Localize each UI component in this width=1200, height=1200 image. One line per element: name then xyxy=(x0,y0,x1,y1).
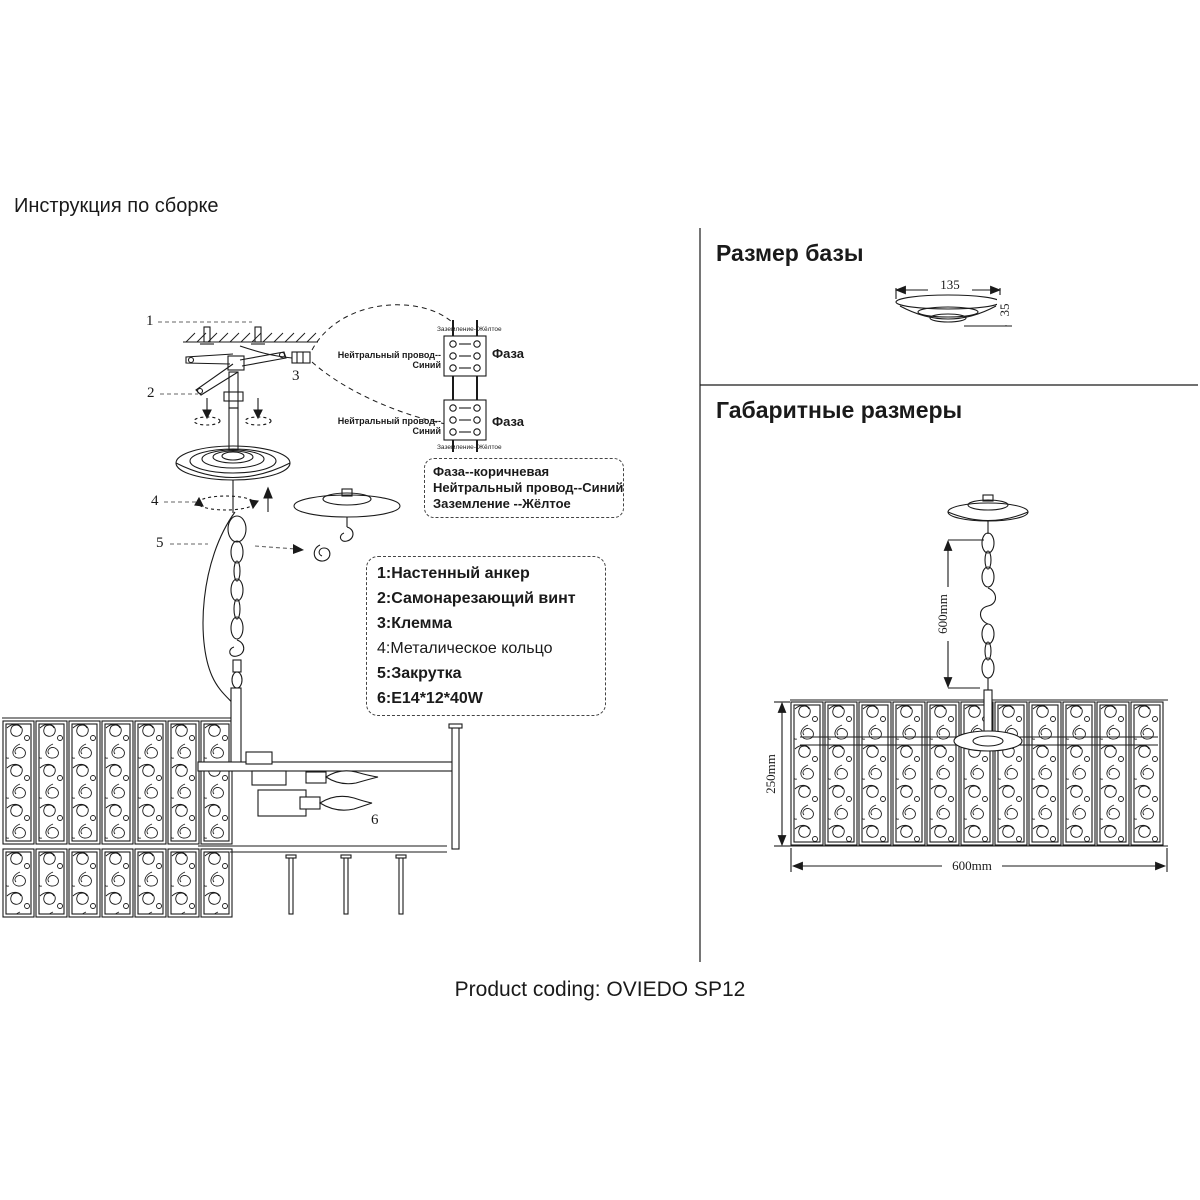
wiring-neutral-label-bottom: Нейтральный провод--Синий xyxy=(337,416,441,436)
dim-label-base-height: 35 xyxy=(997,295,1013,325)
part-item-6: 6:E14*12*40W xyxy=(377,690,483,707)
part-item-3: 3:Клемма xyxy=(377,615,452,632)
canopy-dome xyxy=(175,407,291,513)
base-size-drawing xyxy=(894,285,1012,327)
page-title: Инструкция по сборке xyxy=(14,195,219,217)
anchor-bolts xyxy=(200,326,265,345)
wiring-ground-label-top: Заземление--Жёлтое xyxy=(437,326,502,333)
part-item-2: 2:Самонарезающий винт xyxy=(377,590,576,607)
mounting-bracket xyxy=(185,351,287,396)
product-coding: Product coding: OVIEDO SP12 xyxy=(454,978,746,1001)
parts-list: 1:Настенный анкер 2:Самонарезающий винт … xyxy=(366,556,606,716)
part-item-1: 1:Настенный анкер xyxy=(377,565,530,582)
callout-1: 1 xyxy=(146,313,154,329)
part-item-4: 4:Металическое кольцо xyxy=(377,640,553,657)
fixture-crystal-panels xyxy=(2,717,233,918)
legend-neutral: Нейтральный провод--Синий xyxy=(433,480,624,495)
dim-label-shade-width: 600mm xyxy=(942,858,1002,874)
callout-6: 6 xyxy=(371,812,379,828)
callout-3: 3 xyxy=(292,368,300,384)
wiring-phase-label-top: Фаза xyxy=(492,346,525,361)
section-heading-base-size: Размер базы xyxy=(716,240,864,266)
wiring-neutral-label-top: Нейтральный провод--Синий xyxy=(337,350,441,370)
callout-5: 5 xyxy=(156,535,164,551)
chain-assembly xyxy=(202,511,247,709)
legend-phase: Фаза--коричневая xyxy=(433,464,550,479)
dim-label-shade-height: 250mm xyxy=(763,747,779,801)
s-hook xyxy=(313,544,331,562)
overall-drawing xyxy=(774,494,1168,872)
part-item-5: 5:Закрутка xyxy=(377,665,462,682)
screw-arrows xyxy=(193,398,272,426)
assembly-diagram xyxy=(2,304,487,918)
candle-bulbs xyxy=(299,770,379,811)
wiring-ground-label-bottom: Заземление--Жёлтое xyxy=(437,444,502,451)
wiring-detail xyxy=(443,320,487,452)
rotation-indicator xyxy=(194,495,259,511)
section-heading-overall: Габаритные размеры xyxy=(716,397,963,423)
shade-crystal-panels xyxy=(790,701,1164,846)
callout-4: 4 xyxy=(151,493,159,509)
fixture-frame xyxy=(197,687,463,915)
dim-label-base-width: 135 xyxy=(928,277,972,293)
dim-label-chain-length: 600mm xyxy=(935,587,951,641)
wire-color-legend: Фаза--коричневая Нейтральный провод--Син… xyxy=(424,458,624,518)
panel-dividers xyxy=(699,228,1198,962)
terminal-plug xyxy=(291,351,311,364)
legend-ground: Заземление --Жёлтое xyxy=(433,496,571,511)
callout-2: 2 xyxy=(147,385,155,401)
small-canopy xyxy=(293,488,401,542)
wiring-phase-label-bottom: Фаза xyxy=(492,414,525,429)
